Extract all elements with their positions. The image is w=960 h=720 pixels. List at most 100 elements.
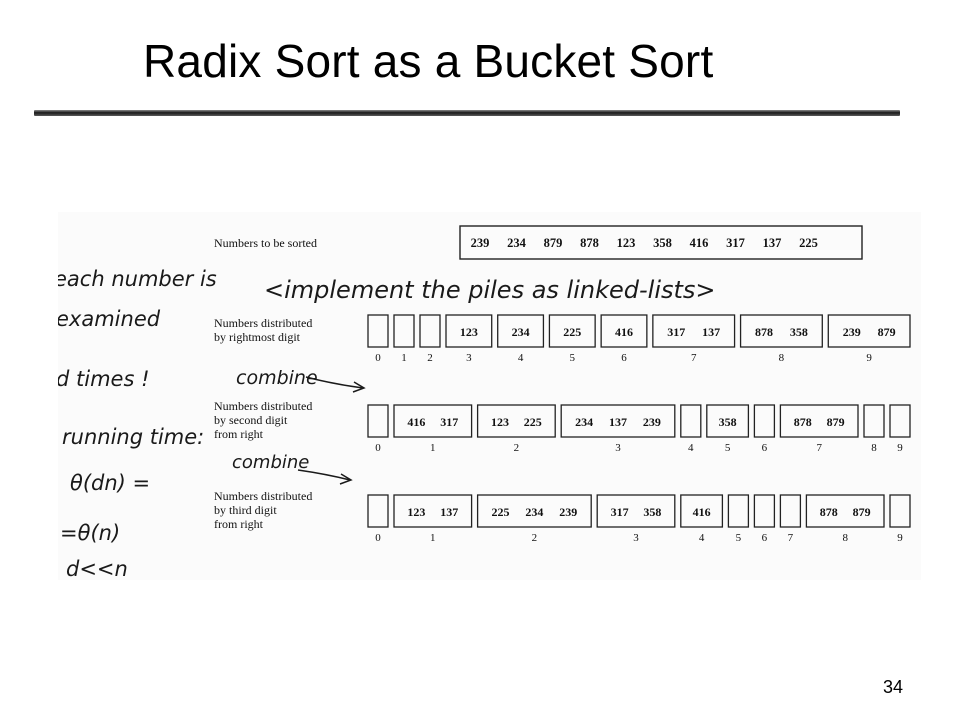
note-line-6: d<<n [66,557,128,580]
bucket-box [419,314,441,348]
input-number: 137 [763,236,782,250]
page-number: 34 [882,677,903,697]
bucket-item: 317 [440,415,458,429]
bucket-index: 7 [816,442,822,454]
bucket-8: 8 [863,404,885,454]
bucket-box [393,494,473,528]
bucket-index: 9 [897,532,903,544]
bucket-index: 1 [430,442,436,454]
bucket-item: 358 [790,325,808,339]
input-number: 416 [690,236,709,250]
bucket-box [753,494,776,528]
bucket-item: 137 [440,505,458,519]
bucket-index: 8 [842,532,848,544]
note-line-1: examined [58,307,161,331]
bucket-index: 0 [375,442,381,454]
title-underline [34,110,900,116]
bucket-box [393,404,473,438]
bucket-box [596,494,676,528]
combine-arrow-2-head [339,473,353,485]
input-box [459,225,863,260]
bucket-box [706,404,750,438]
bucket-9: 9 [889,494,911,544]
bucket-item: 416 [693,505,711,519]
input-number: 234 [507,236,527,250]
pass-1-label-line-0: Numbers distributed [214,316,312,330]
input-number: 879 [544,236,563,250]
left-notes: each number is examined d times ! runnin… [58,267,217,580]
bucket-6: 6 [753,494,776,544]
bucket-4: 4 [680,404,702,454]
input-label: Numbers to be sorted [214,236,317,250]
bucket-2: 2 [419,314,441,364]
bucket-item: 225 [492,505,510,519]
bucket-box [367,494,389,528]
bucket-index: 3 [466,352,472,364]
bucket-box [889,404,911,438]
bucket-item: 225 [563,325,581,339]
note-line-5: =θ(n) [60,521,120,545]
bucket-box [889,494,911,528]
bucket-item: 123 [407,505,425,519]
bucket-index: 1 [401,352,407,364]
bucket-5: 5 225 [548,314,596,364]
bucket-item: 416 [615,325,633,339]
bucket-box [753,404,776,438]
bucket-index: 9 [897,442,903,454]
bucket-7: 7 [779,494,802,544]
bucket-index: 2 [514,442,520,454]
bucket-item: 239 [643,415,661,429]
bucket-index: 3 [633,532,639,544]
note-line-4: θ(dn) = [70,471,150,495]
bucket-6: 6 [753,404,776,454]
bucket-box [779,404,859,438]
bucket-item: 879 [878,325,896,339]
pass-3-label-line-1: by third digit [214,503,277,517]
bucket-index: 4 [688,442,694,454]
bucket-index: 4 [518,352,524,364]
bucket-item: 137 [702,325,720,339]
bucket-item: 123 [491,415,509,429]
combine-note-1: combine [236,367,318,389]
bucket-1: 1 416 317 [393,404,473,454]
bucket-index: 8 [871,442,877,454]
bucket-9: 9 [889,404,911,454]
bucket-item: 234 [525,505,543,519]
pass-2-label-line-2: from right [214,427,264,441]
bucket-item: 239 [843,325,861,339]
bucket-index: 3 [615,442,621,454]
bucket-item: 416 [407,415,425,429]
bucket-box [476,404,556,438]
bucket-item: 239 [559,505,577,519]
bucket-item: 358 [719,415,737,429]
bucket-index: 7 [691,352,697,364]
bucket-box [652,314,736,348]
radix-sort-figure: each number is examined d times ! runnin… [58,212,921,580]
bucket-box [680,494,724,528]
bucket-box [476,494,592,528]
bucket-box [445,314,493,348]
bucket-box [600,314,648,348]
bucket-index: 8 [779,352,785,364]
bucket-item: 234 [512,325,530,339]
bucket-5: 5 [727,494,750,544]
bucket-4: 4 234 [497,314,545,364]
bucket-box [560,404,676,438]
bucket-index: 4 [699,532,705,544]
note-line-0: each number is [58,267,217,291]
bucket-item: 123 [460,325,478,339]
input-number: 878 [580,236,599,250]
bucket-item: 317 [611,505,629,519]
pass-3-label-line-2: from right [214,517,264,531]
bucket-index: 5 [570,352,576,364]
bucket-item: 137 [609,415,627,429]
bucket-1: 1 [393,314,415,364]
